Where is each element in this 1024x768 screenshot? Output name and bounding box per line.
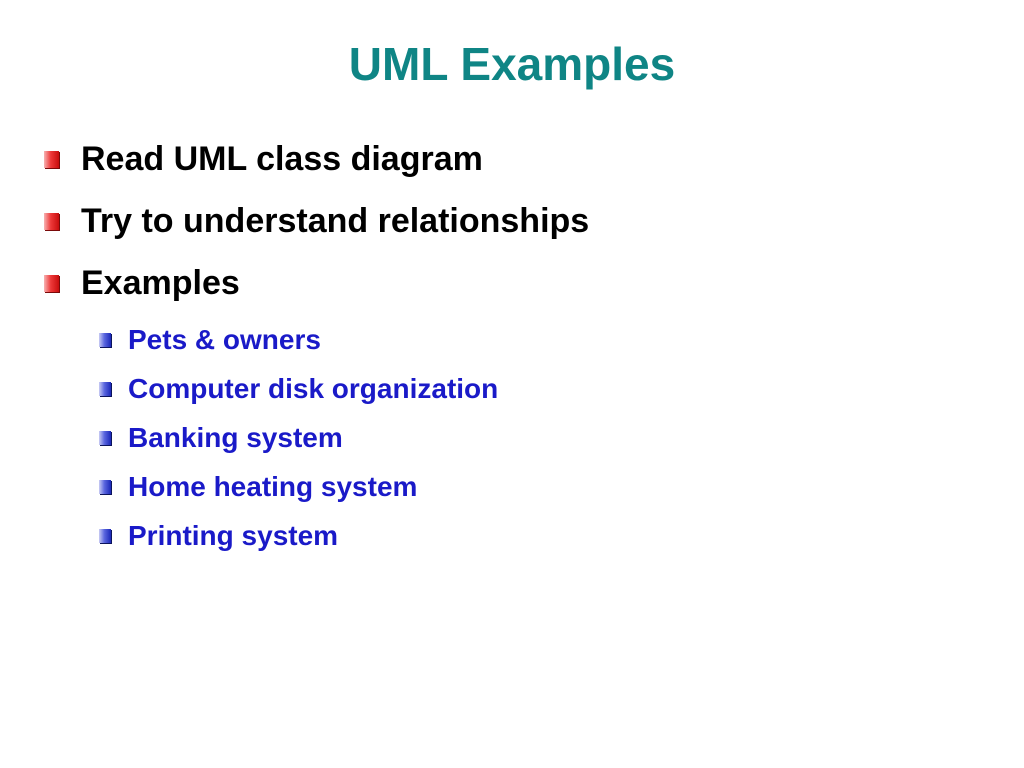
sub-bullet-text: Home heating system (128, 471, 418, 502)
red-square-bullet-icon (44, 150, 59, 168)
sub-bullet-text: Banking system (128, 422, 343, 453)
sub-bullet-text: Pets & owners (128, 324, 321, 355)
bullet-item: Read UML class diagram (44, 139, 483, 179)
bullet-item: Try to understand relationships (44, 201, 589, 241)
blue-square-bullet-icon (99, 480, 111, 494)
blue-square-bullet-icon (99, 529, 111, 543)
red-square-bullet-icon (44, 274, 59, 292)
bullet-item: Examples (44, 263, 240, 303)
sub-bullet-item: Pets & owners (99, 323, 321, 357)
bullet-text: Try to understand relationships (81, 202, 590, 240)
sub-bullet-item: Home heating system (99, 470, 417, 504)
sub-bullet-text: Printing system (128, 520, 339, 551)
red-square-bullet-icon (44, 212, 59, 230)
bullet-text: Examples (81, 264, 240, 302)
sub-bullet-item: Banking system (99, 421, 343, 455)
blue-square-bullet-icon (99, 431, 111, 445)
sub-bullet-item: Computer disk organization (99, 372, 498, 406)
blue-square-bullet-icon (99, 333, 111, 347)
sub-bullet-text: Computer disk organization (128, 373, 499, 404)
bullet-text: Read UML class diagram (81, 140, 483, 178)
slide-title: UML Examples (348, 38, 676, 90)
sub-bullet-item: Printing system (99, 519, 338, 553)
blue-square-bullet-icon (99, 382, 111, 396)
